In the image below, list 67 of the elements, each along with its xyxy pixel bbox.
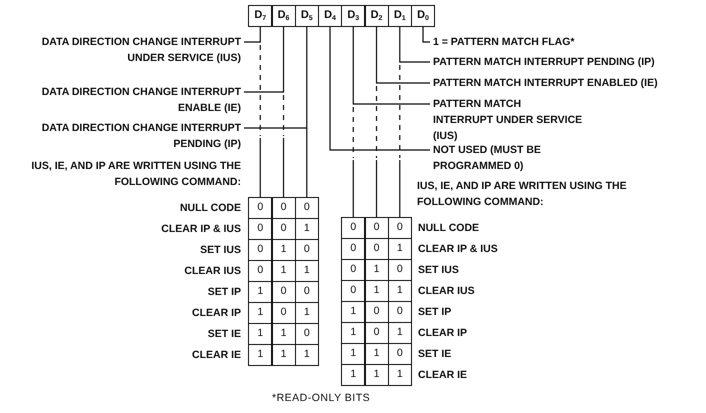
connector-line bbox=[329, 27, 430, 151]
table-cell: 1 bbox=[248, 323, 273, 345]
table-cell: 0 bbox=[341, 280, 366, 302]
table-cell: 1 bbox=[341, 343, 366, 365]
table-cell: 0 bbox=[388, 217, 412, 239]
table-cell: 0 bbox=[341, 238, 366, 260]
bit-cell: D$_{3}$ bbox=[341, 5, 366, 27]
bit-description: DATA DIRECTION CHANGE INTERRUPT ENABLE (IE) bbox=[41, 84, 241, 116]
connector-line bbox=[244, 27, 261, 43]
table-cell: 0 bbox=[248, 218, 273, 240]
bit-cell: D$_{7}$ bbox=[248, 5, 273, 27]
connector-line bbox=[422, 27, 430, 43]
bit-description: DATA DIRECTION CHANGE INTERRUPT PENDING (IP) bbox=[41, 120, 241, 152]
connector-line bbox=[376, 27, 430, 84]
table-cell: 0 bbox=[248, 197, 273, 219]
command-name: SET IE bbox=[418, 347, 452, 362]
connector-line bbox=[244, 27, 308, 129]
command-name: CLEAR IE bbox=[192, 348, 241, 363]
bit-cell: D$_{4}$ bbox=[318, 5, 342, 27]
bit-cell: D$_{2}$ bbox=[364, 5, 389, 27]
bit-cell: D$_{5}$ bbox=[294, 5, 320, 27]
table-cell: 1 bbox=[341, 364, 366, 386]
bit-description: PATTERN MATCH INTERRUPT UNDER SERVICE (IUS) bbox=[433, 96, 583, 144]
footnote: *READ-ONLY BITS bbox=[272, 391, 370, 406]
table-cell: 0 bbox=[364, 217, 389, 239]
table-cell: 1 bbox=[388, 364, 412, 386]
command-name: CLEAR IP bbox=[418, 326, 468, 341]
table-cell: 1 bbox=[341, 301, 366, 323]
connector-line bbox=[399, 27, 430, 63]
table-cell: 0 bbox=[271, 197, 296, 219]
bit-cell: D$_{6}$ bbox=[271, 5, 296, 27]
table-cell: 1 bbox=[271, 344, 296, 366]
command-name: SET IP bbox=[208, 285, 241, 300]
table-cell: 0 bbox=[248, 239, 273, 261]
command-name: SET IUS bbox=[418, 263, 459, 278]
command-name: CLEAR IP bbox=[192, 306, 241, 321]
table-cell: 0 bbox=[341, 259, 366, 281]
table-cell: 1 bbox=[341, 322, 366, 344]
command-name: CLEAR IUS bbox=[184, 264, 241, 279]
bit-cell: D$_{1}$ bbox=[388, 5, 412, 27]
bit-description: NOT USED (MUST BE PROGRAMMED 0) bbox=[433, 142, 583, 174]
command-name: SET IUS bbox=[200, 243, 241, 258]
command-name: NULL CODE bbox=[418, 221, 480, 236]
table-cell: 1 bbox=[248, 302, 273, 324]
command-name: CLEAR IE bbox=[418, 368, 468, 383]
command-name: SET IP bbox=[418, 305, 452, 320]
bit-description: PATTERN MATCH INTERRUPT PENDING (IP) bbox=[433, 54, 693, 70]
command-name: CLEAR IP & IUS bbox=[418, 242, 498, 257]
connector-line bbox=[352, 27, 430, 105]
bit-cell: D$_{0}$ bbox=[410, 5, 436, 27]
table-heading-note: IUS, IE, AND IP ARE WRITTEN USING THE FOLLOWING COMMAND: bbox=[30, 159, 241, 190]
connector-line bbox=[244, 27, 284, 93]
table-cell: 0 bbox=[294, 197, 320, 219]
bit-description: DATA DIRECTION CHANGE INTERRUPT UNDER SERVICE (IUS) bbox=[41, 34, 241, 66]
table-cell: 0 bbox=[248, 260, 273, 282]
table-cell: 1 bbox=[294, 344, 320, 366]
table-cell: 1 bbox=[364, 364, 389, 386]
bit-description: PATTERN MATCH INTERRUPT ENABLED (IE) bbox=[433, 75, 693, 91]
command-name: CLEAR IP & IUS bbox=[161, 222, 241, 237]
table-heading-note: IUS, IE, AND IP ARE WRITTEN USING THE FOLLOWING COMMAND: bbox=[417, 179, 628, 210]
table-cell: 1 bbox=[248, 344, 273, 366]
command-name: CLEAR IUS bbox=[418, 284, 475, 299]
table-cell: 0 bbox=[341, 217, 366, 239]
command-name: NULL CODE bbox=[180, 201, 241, 216]
command-name: SET IE bbox=[208, 327, 241, 342]
table-cell: 1 bbox=[248, 281, 273, 303]
bit-description: 1 = PATTERN MATCH FLAG* bbox=[433, 34, 693, 50]
